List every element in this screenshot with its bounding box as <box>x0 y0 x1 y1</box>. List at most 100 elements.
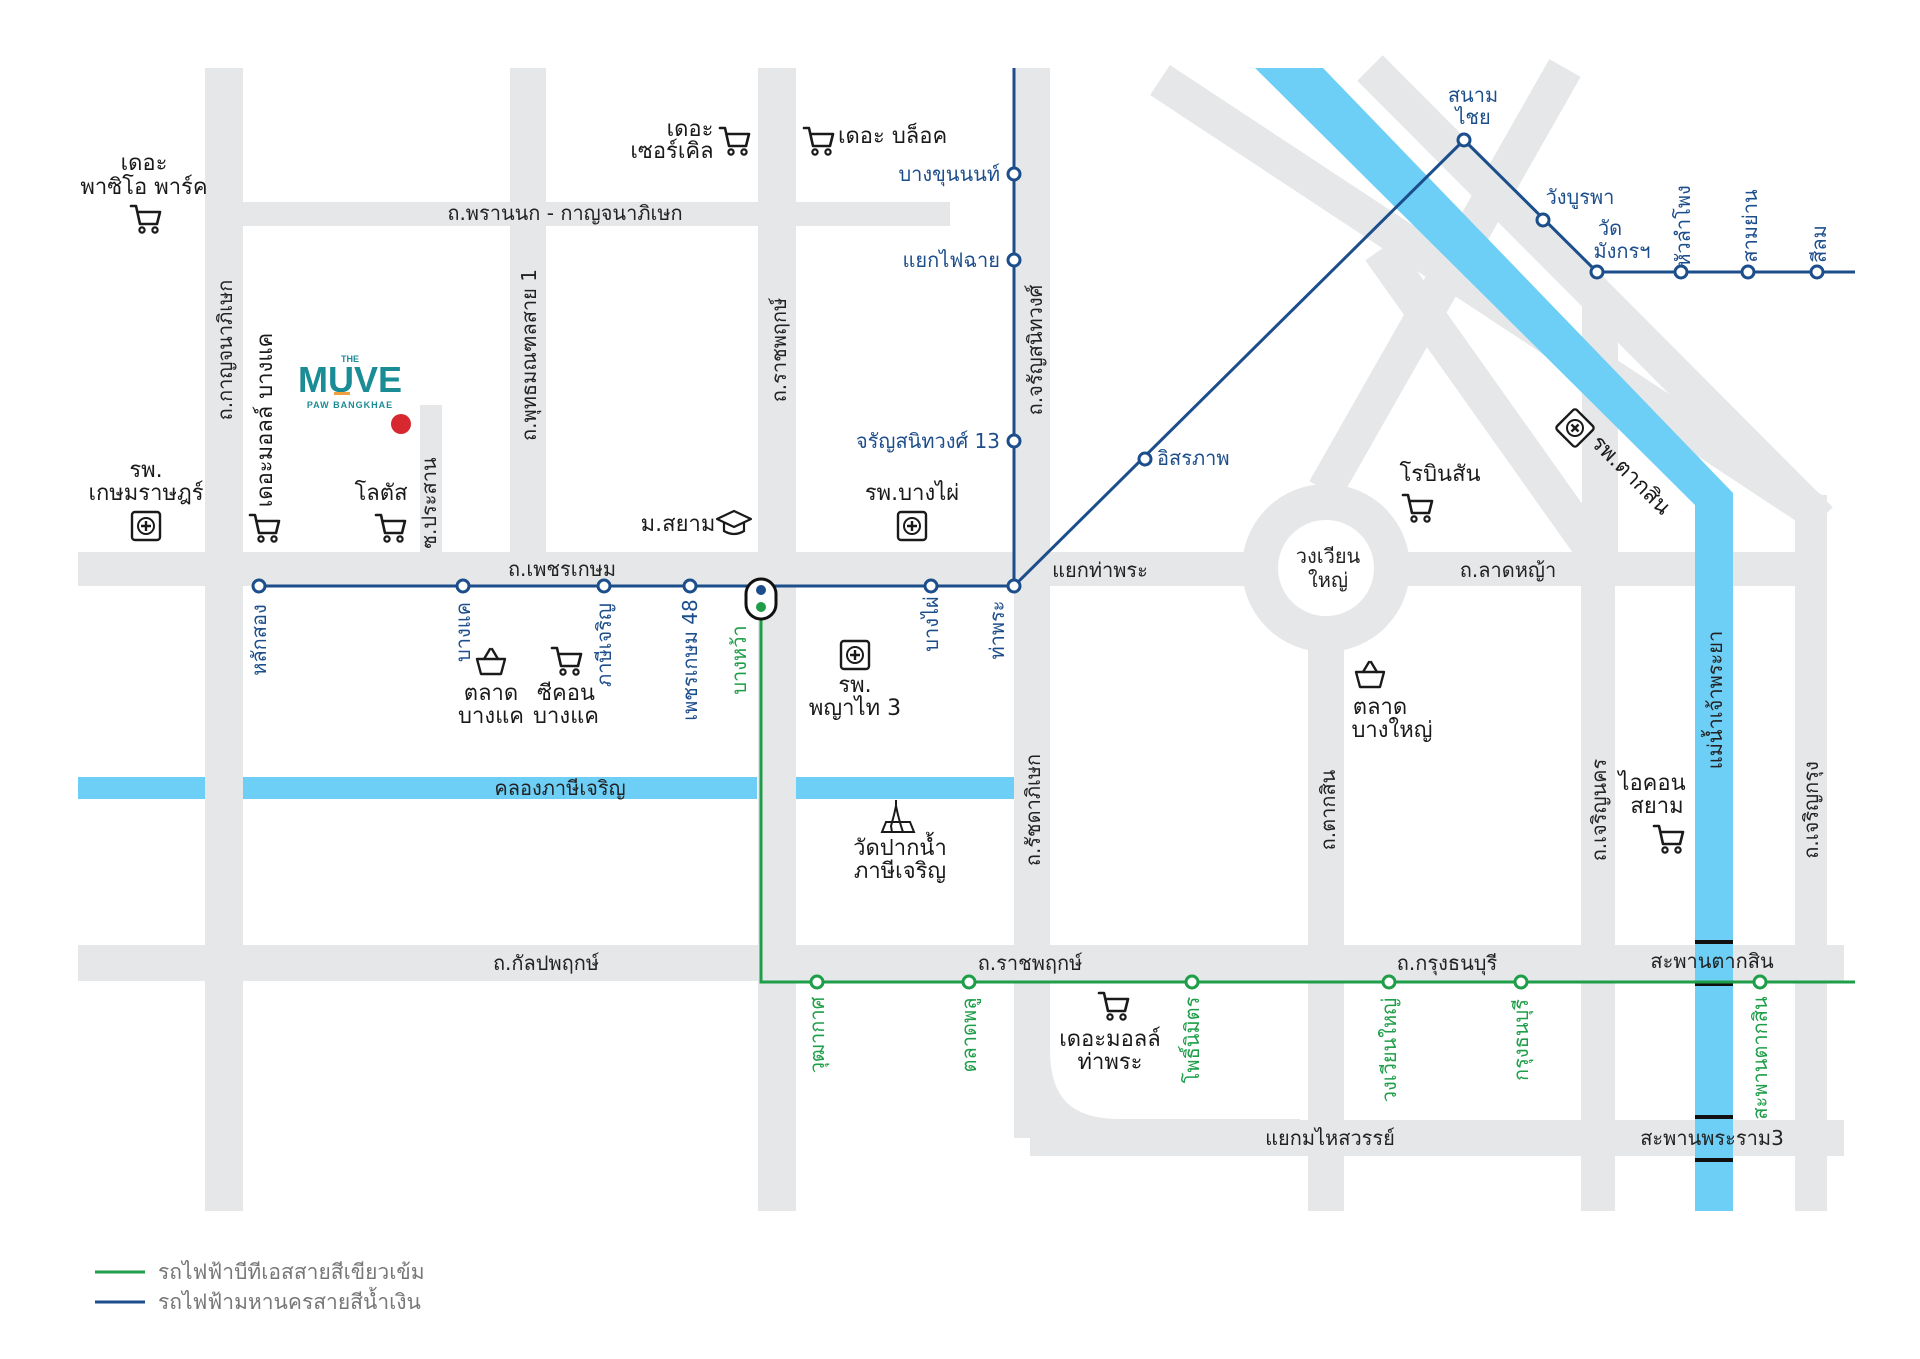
label-ratchaphruek-v: ถ.ราชพฤกษ์ <box>767 297 791 402</box>
project-location-marker <box>391 414 411 434</box>
poi-phyathai3-2: พญาไท 3 <box>809 695 901 721</box>
label-phutthamonthon: ถ.พุทธมณฑลสาย 1 <box>517 269 542 441</box>
green-station-dots <box>809 974 1768 990</box>
station-phetkasem48: เพชรเกษม 48 <box>678 599 702 720</box>
station-saphan-taksin: สะพานตากสิน <box>1748 996 1772 1120</box>
green-line <box>759 600 1855 984</box>
road-labels: ถ.พรานนก - กาญจนาภิเษก ถ.กาญจนาภิเษก ถ.พ… <box>213 201 1824 1150</box>
label-rama3-bridge: สะพานพระราม3 <box>1640 1126 1784 1150</box>
legend-blue-label: รถไฟฟ้ามหานครสายสีน้ำเงิน <box>158 1287 421 1314</box>
label-charoen-nakhon: ถ.เจริญนคร <box>1587 758 1611 861</box>
legend-green-label: รถไฟฟ้าบีทีเอสสายสีเขียวเข้ม <box>158 1260 425 1284</box>
green-station-labels: บางหว้า วุฒากาศ ตลาดพลู โพธิ์นิมิตร วงเว… <box>727 625 1772 1119</box>
poi-seacon-2: บางแค <box>533 704 599 729</box>
station-bang-wa: บางหว้า <box>727 625 751 694</box>
station-wang-burapha: วังบูรพา <box>1546 185 1615 210</box>
basket-icon <box>1354 660 1386 689</box>
label-taksin-bridge: สะพานตากสิน <box>1650 949 1774 973</box>
poi-talat-bangkhae-1: ตลาด <box>464 681 518 706</box>
shopping-cart-icon <box>1652 824 1685 854</box>
poi-iconsiam-2: สยาม <box>1630 794 1683 819</box>
poi-iconsiam-1: ไอคอน <box>1616 770 1685 796</box>
station-sam-yan: สามย่าน <box>1738 189 1762 263</box>
label-wongwian-yai-2: ใหญ่ <box>1308 568 1348 592</box>
station-bang-khun-non: บางขุนนนท์ <box>898 162 1000 187</box>
label-soi-prasan: ซ.ประสาน <box>417 457 441 549</box>
station-dot <box>1006 252 1022 268</box>
station-wat-mangkon-2: มังกรฯ <box>1593 239 1650 263</box>
station-dot <box>1740 264 1756 280</box>
shopping-cart-icon <box>248 513 281 543</box>
poi-block: เดอะ บล็อค <box>838 121 947 149</box>
station-dot <box>1381 974 1397 990</box>
poi-seacon-1: ซีคอน <box>537 681 595 706</box>
station-krung-thon-buri: กรุงธนบุรี <box>1509 999 1534 1081</box>
label-ratchaphruek-h: ถ.ราชพฤกษ์ <box>978 951 1083 975</box>
station-tha-phra: ท่าพระ <box>985 600 1009 659</box>
station-itsaraphap: อิสรภาพ <box>1157 446 1230 470</box>
poi-talat-bangyai-1: ตลาด <box>1353 695 1407 720</box>
poi-lotus: โลตัส <box>354 480 408 506</box>
station-dot <box>1456 132 1472 148</box>
poi-phyathai3-1: รพ. <box>838 673 871 698</box>
label-lat-ya: ถ.ลาดหญ้า <box>1460 558 1556 582</box>
label-ratchada: ถ.รัชดาภิเษก <box>1021 754 1045 866</box>
label-mahai-sawan: แยกมไหสวรรย์ <box>1265 1126 1395 1150</box>
poi-paseo-1: เดอะ <box>121 151 168 176</box>
blue-line <box>259 68 1855 588</box>
station-dot <box>1184 974 1200 990</box>
station-wutthakat: วุฒากาศ <box>805 996 830 1073</box>
temple-icon <box>880 800 916 833</box>
station-dot <box>1006 578 1022 594</box>
label-phetkasem: ถ.เพชรเกษม <box>508 557 616 581</box>
poi-mall-thaphra-1: เดอะมอลล์ <box>1059 1027 1161 1052</box>
station-dot <box>809 974 825 990</box>
the-muve-logo: THE MUVE PAW BANGKHAE <box>298 354 402 410</box>
station-dot <box>1809 264 1825 280</box>
station-lak-song: หลักสอง <box>247 604 271 676</box>
svg-text:THE: THE <box>341 354 359 364</box>
poi-circle-1: เดอะ <box>667 117 714 142</box>
station-dot <box>1006 166 1022 182</box>
poi-talat-bangyai-2: บางใหญ่ <box>1351 717 1432 743</box>
shopping-cart-icon <box>718 126 751 156</box>
station-silom: สีลม <box>1807 225 1831 263</box>
poi-mall-bangkhae: เดอะมอลล์ บางแค <box>253 333 278 507</box>
shopping-cart-icon <box>1097 991 1130 1021</box>
station-dot <box>596 578 612 594</box>
station-charan13: จรัญสนิทวงศ์ 13 <box>856 429 1000 453</box>
station-bang-khae: บางแค <box>451 602 475 662</box>
station-dot <box>1752 974 1768 990</box>
station-sanam-chai-1: สนาม <box>1448 83 1498 107</box>
shopping-cart-icon <box>374 513 407 543</box>
station-dot <box>961 974 977 990</box>
poi-paseo-2: พาซิโอ พาร์ค <box>80 174 207 200</box>
poi-circle-2: เซอร์เคิล <box>630 139 713 164</box>
poi-wat-paknam-2: ภาษีเจริญ <box>854 859 946 884</box>
hospital-icon <box>896 510 928 542</box>
basket-icon <box>475 647 507 676</box>
shopping-cart-icon <box>550 646 583 676</box>
label-kanchanaphisek: ถ.กาญจนาภิเษก <box>213 280 237 421</box>
station-dot <box>1673 264 1689 280</box>
shopping-cart-icon <box>129 204 162 234</box>
svg-text:PAW BANGKHAE: PAW BANGKHAE <box>307 400 393 410</box>
station-yaek-fai-chai: แยกไฟฉาย <box>902 248 1000 272</box>
station-sanam-chai-2: ไชย <box>1453 105 1490 129</box>
label-charan: ถ.จรัญสนิทวงศ์ <box>1023 284 1047 415</box>
station-dot <box>1589 264 1605 280</box>
bang-wa-interchange <box>744 577 778 621</box>
station-dot <box>455 578 471 594</box>
label-phran-nok: ถ.พรานนก - กาญจนาภิเษก <box>447 201 682 225</box>
label-yaek-tha-phra: แยกท่าพระ <box>1052 558 1148 582</box>
label-wongwian-yai-1: วงเวียน <box>1296 544 1361 568</box>
poi-kasemrad-1: รพ. <box>129 458 162 483</box>
poi-bangphai-hosp: รพ.บางไผ่ <box>865 480 959 506</box>
legend: รถไฟฟ้าบีทีเอสสายสีเขียวเข้ม รถไฟฟ้ามหาน… <box>95 1260 425 1314</box>
label-kanlapaphruek: ถ.กัลปพฤกษ์ <box>493 951 600 975</box>
label-taksin: ถ.ตากสิน <box>1316 769 1340 850</box>
station-dot <box>1513 974 1529 990</box>
station-bang-phai: บางไผ่ <box>919 596 943 651</box>
station-dot <box>251 578 267 594</box>
